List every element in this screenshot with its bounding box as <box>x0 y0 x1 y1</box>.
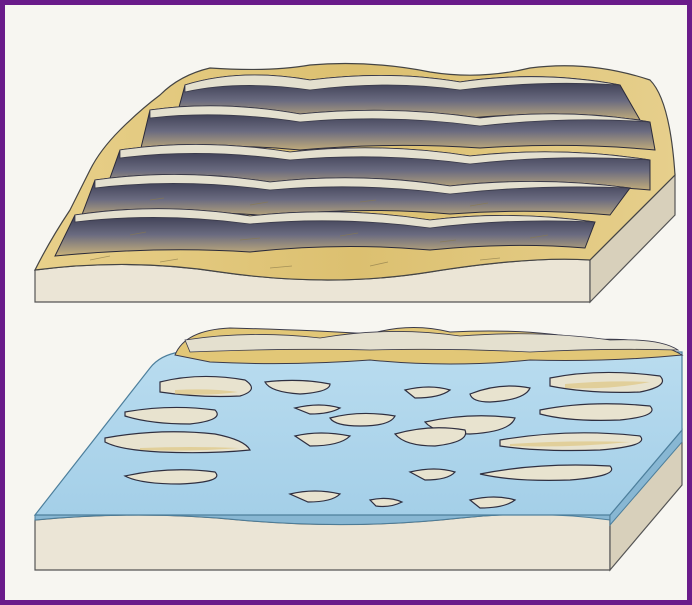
dry-landscape-panel <box>35 64 675 302</box>
back-ridge-crest <box>185 331 678 352</box>
block-diagram <box>10 10 692 605</box>
ridge-group <box>55 75 655 256</box>
flooded-landscape-panel <box>35 327 682 570</box>
